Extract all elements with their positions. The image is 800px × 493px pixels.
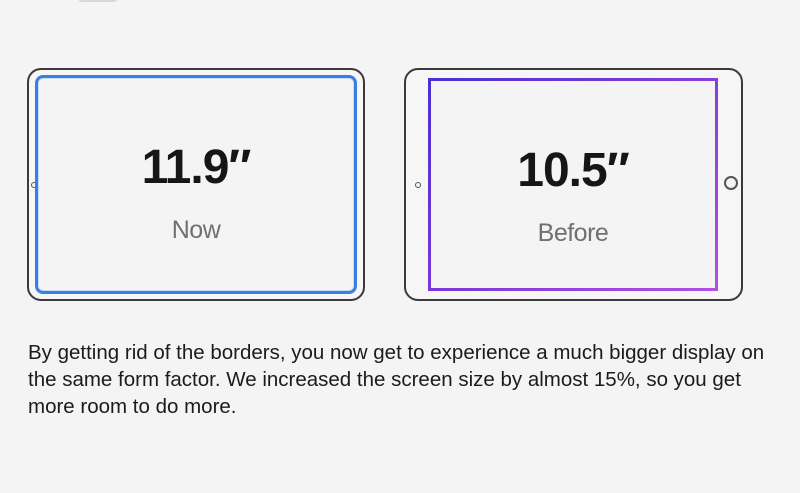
screen-size-before: 10.5″ [517, 144, 629, 197]
top-cropped-element [78, 0, 118, 2]
tablet-before-illustration: 10.5″ Before [404, 68, 743, 301]
camera-icon [415, 182, 421, 188]
description-text: By getting rid of the borders, you now g… [28, 341, 765, 418]
screen-before: 10.5″ Before [428, 78, 718, 291]
tablet-now-illustration: 11.9″ Now [27, 68, 365, 301]
label-now: Now [171, 216, 221, 244]
label-before: Before [537, 219, 609, 247]
screen-now: 11.9″ Now [35, 75, 357, 294]
home-button-icon [724, 176, 738, 190]
screen-size-now: 11.9″ [141, 141, 252, 194]
